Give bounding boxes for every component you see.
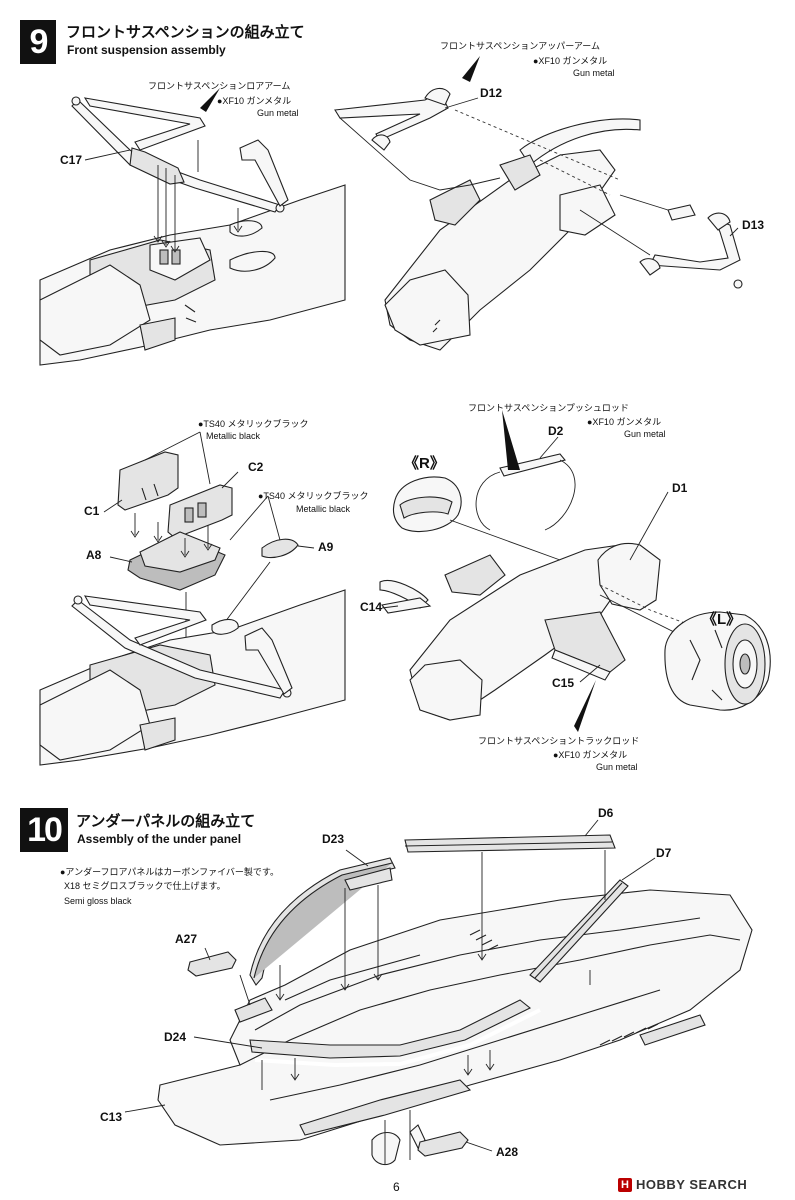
part-label-a28: A28 (496, 1145, 519, 1159)
upper-arm-paint-code: ●XF10 ガンメタル (533, 56, 608, 66)
part-label-d24: D24 (164, 1030, 187, 1044)
upper-arm-name: フロントサスペンションアッパーアーム (440, 41, 601, 51)
step-9-number: 9 (20, 20, 56, 64)
under-panel-note-en: Semi gloss black (64, 896, 132, 906)
lower-arm-pointer (200, 88, 220, 112)
under-panel-arrows (239, 850, 606, 1165)
metallic-black-1-en: Metallic black (206, 431, 261, 441)
track-rod-paint-code: ●XF10 ガンメタル (553, 750, 628, 760)
part-label-c15: C15 (552, 676, 575, 690)
watermark-logo-icon: H (618, 1177, 632, 1192)
step-10-title-en: Assembly of the under panel (77, 832, 242, 846)
d6-rail-drawing (404, 834, 616, 853)
a28-part-drawing (417, 1131, 469, 1157)
side-label-left: 《L》 (702, 611, 742, 628)
upper-arm-paint-en: Gun metal (573, 68, 615, 78)
lower-arm-drawing (71, 96, 289, 253)
upper-arm-pointer (462, 56, 480, 82)
push-rod-paint-en: Gun metal (624, 429, 666, 439)
step-9-title-jp: フロントサスペンションの組み立て (66, 24, 305, 41)
part-label-c17: C17 (60, 153, 83, 167)
step-9-title-en: Front suspension assembly (67, 43, 226, 57)
lower-arm-name: フロントサスペンションロアアーム (148, 81, 291, 91)
d24-rail-drawing (249, 999, 541, 1068)
nose-top-left-drawing (39, 184, 346, 366)
page-number: 6 (393, 1180, 400, 1194)
lower-arm-paint-code: ●XF10 ガンメタル (217, 96, 292, 106)
part-label-d6: D6 (598, 806, 614, 820)
part-label-c2: C2 (248, 460, 264, 474)
metallic-black-1-code: ●TS40 メタリックブラック (198, 419, 309, 429)
under-panel-drawing (157, 889, 753, 1166)
part-label-d7: D7 (656, 846, 672, 860)
part-label-c14: C14 (360, 600, 383, 614)
part-label-d13: D13 (742, 218, 765, 232)
side-label-right: 《R》 (404, 455, 445, 472)
upper-arm-right-drawing (579, 194, 743, 289)
metallic-black-2-en: Metallic black (296, 504, 351, 514)
part-label-d2: D2 (548, 424, 564, 438)
push-rod-name: フロントサスペンションプッシュロッド (468, 403, 629, 413)
watermark-text: HOBBY SEARCH (636, 1177, 748, 1192)
under-panel-note-line1: ●アンダーフロアパネルはカーボンファイバー製です。 (60, 867, 280, 877)
metallic-black-2-code: ●TS40 メタリックブラック (258, 491, 369, 501)
part-label-a8: A8 (86, 548, 102, 562)
step-10-number: 10 (20, 808, 68, 852)
leader-lines (84, 97, 739, 1152)
wheel-left-drawing (664, 611, 771, 711)
watermark: H HOBBY SEARCH (618, 1177, 747, 1192)
pushrod-assembly-drawing (379, 453, 691, 721)
d23-rail-drawing (249, 857, 396, 986)
nose-mid-left-drawing (39, 589, 346, 766)
part-label-a9: A9 (318, 540, 334, 554)
a27-part-drawing (187, 951, 237, 977)
c1-c2-a8-drawing (117, 451, 299, 640)
lower-arm-paint-en: Gun metal (257, 108, 299, 118)
push-rod-paint-code: ●XF10 ガンメタル (587, 417, 662, 427)
under-panel-note-line2: X18 セミグロスブラックで仕上げます。 (64, 881, 226, 891)
part-label-d1: D1 (672, 481, 688, 495)
upper-nose-drawing (384, 118, 641, 351)
part-label-d12: D12 (480, 86, 503, 100)
track-rod-name: フロントサスペンショントラックロッド (478, 736, 640, 746)
part-label-c13: C13 (100, 1110, 123, 1124)
part-label-a27: A27 (175, 932, 198, 946)
track-rod-paint-en: Gun metal (596, 762, 638, 772)
upper-arm-left-drawing (334, 87, 621, 196)
track-rod-pointer (574, 680, 596, 732)
step-10-title-jp: アンダーパネルの組み立て (76, 813, 256, 830)
part-label-c1: C1 (84, 504, 100, 518)
part-label-d23: D23 (322, 832, 345, 846)
push-rod-pointer (502, 410, 520, 470)
d7-rail-drawing (529, 879, 629, 983)
